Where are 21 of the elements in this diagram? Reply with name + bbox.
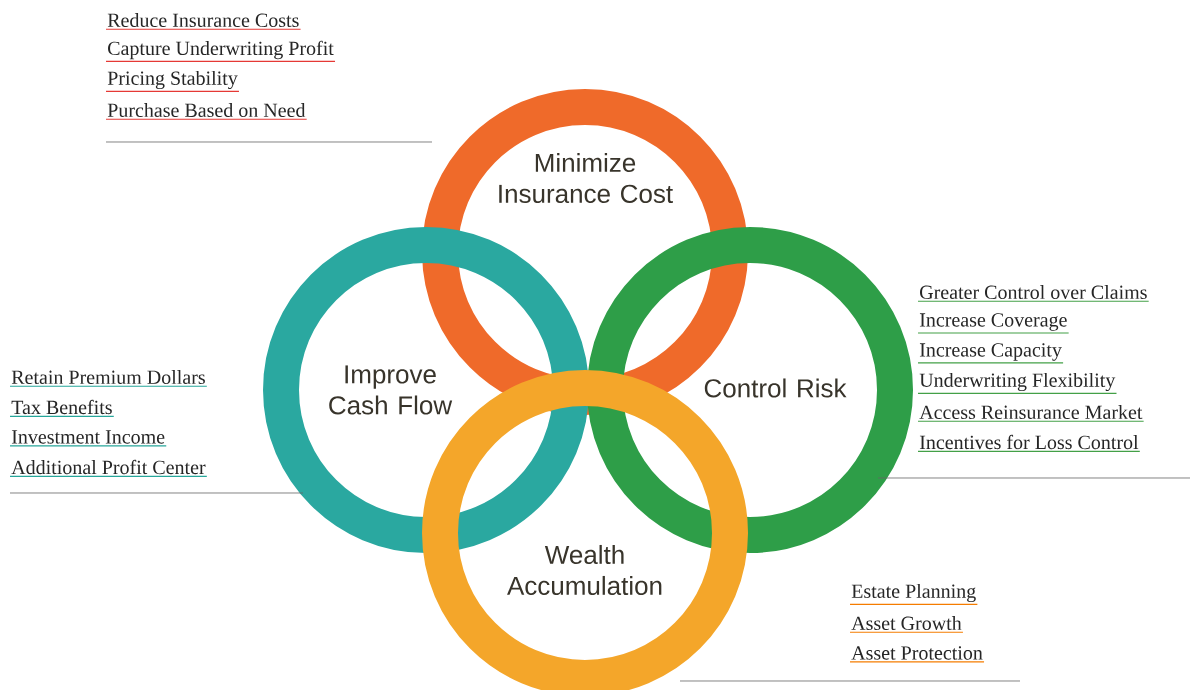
- underlined-item: Underwriting Flexibility: [917, 372, 1118, 394]
- underlined-item: Additional Profit Center: [9, 459, 208, 477]
- underlined-item: Greater Control over Claims: [917, 284, 1150, 302]
- underlined-item: Asset Growth: [849, 615, 964, 633]
- underlined-item: Capture Underwriting Profit: [105, 40, 336, 62]
- ring-label: Wealth Accumulation: [507, 544, 662, 596]
- ring-label: Minimize Insurance Cost: [499, 152, 673, 204]
- underlined-item: Pricing Stability: [105, 70, 240, 92]
- underlined-item: Incentives for Loss Control: [917, 434, 1141, 452]
- underlined-item: Tax Benefits: [9, 399, 115, 417]
- ring-label: Improve Cash Flow: [329, 365, 453, 415]
- underlined-item: Purchase Based on Need: [105, 102, 308, 120]
- underlined-item: Investment Income: [9, 430, 167, 447]
- underlined-item: Asset Protection: [849, 646, 985, 663]
- underlined-item: Estate Planning: [849, 583, 978, 605]
- underlined-item: Increase Coverage: [917, 313, 1070, 334]
- underlined-item: Increase Capacity: [917, 343, 1064, 364]
- ring-label: Control Risk: [704, 378, 847, 398]
- underlined-item: Retain Premium Dollars: [9, 369, 208, 387]
- underlined-item: Access Reinsurance Market: [917, 404, 1145, 422]
- underlined-item: Reduce Insurance Costs: [105, 12, 302, 30]
